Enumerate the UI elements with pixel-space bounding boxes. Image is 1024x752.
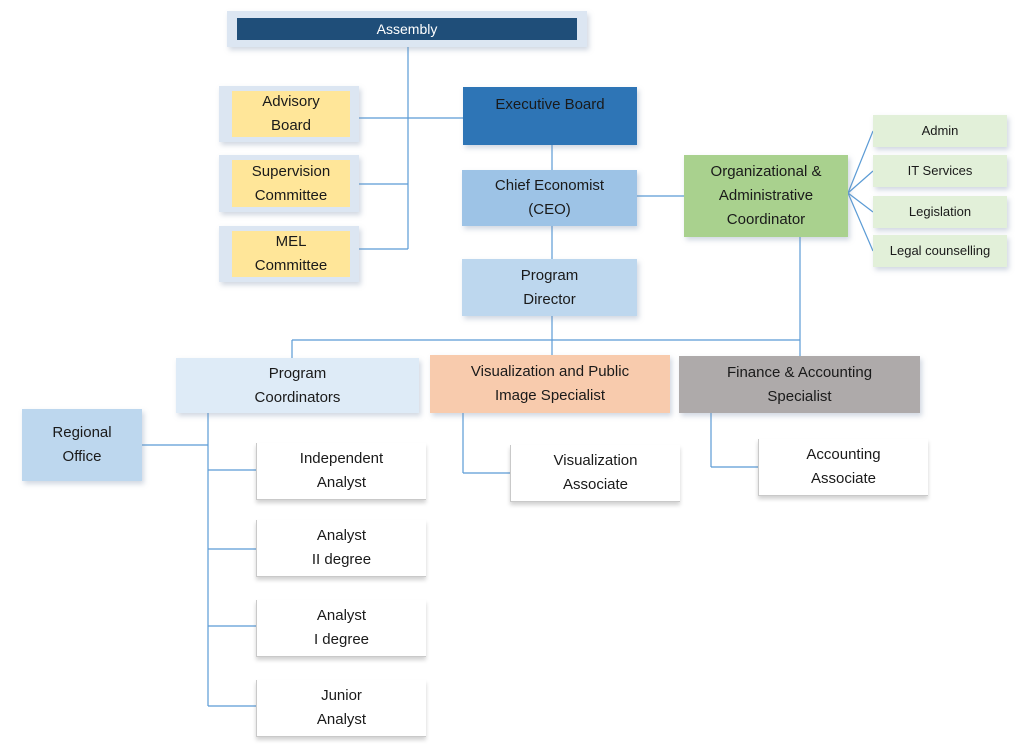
mel-committee-node[interactable]: MEL Committee xyxy=(232,231,350,277)
legal-counselling-node[interactable]: Legal counselling xyxy=(873,235,1007,267)
analyst-ii-degree-label: Analyst II degree xyxy=(311,527,372,568)
program-coordinators-node[interactable]: Program Coordinators xyxy=(176,358,419,413)
independent-analyst-label: Independent Analyst xyxy=(299,450,384,491)
chief-economist-node[interactable]: Chief Economist (CEO) xyxy=(462,170,637,226)
it-services-label: IT Services xyxy=(907,163,973,178)
analyst-ii-degree-node[interactable]: Analyst II degree xyxy=(256,520,426,577)
assembly-node[interactable]: Assembly xyxy=(237,18,577,40)
program-director-node[interactable]: Program Director xyxy=(462,259,637,316)
regional-office-label: Regional Office xyxy=(52,424,112,465)
it-services-node[interactable]: IT Services xyxy=(873,155,1007,187)
finance-specialist-label: Finance & Accounting Specialist xyxy=(726,363,873,405)
org-admin-coordinator-label: Organizational & Administrative Coordina… xyxy=(710,163,822,228)
chief-economist-label: Chief Economist (CEO) xyxy=(494,177,605,218)
regional-office-node[interactable]: Regional Office xyxy=(22,409,142,481)
supervision-committee-node[interactable]: Supervision Committee xyxy=(232,160,350,207)
assembly-label: Assembly xyxy=(376,21,438,37)
junior-analyst-node[interactable]: Junior Analyst xyxy=(256,680,426,737)
admin-node[interactable]: Admin xyxy=(873,115,1007,147)
accounting-associate-label: Accounting Associate xyxy=(806,446,881,487)
legislation-node[interactable]: Legislation xyxy=(873,196,1007,228)
independent-analyst-node[interactable]: Independent Analyst xyxy=(256,443,426,500)
analyst-i-degree-node[interactable]: Analyst I degree xyxy=(256,600,426,657)
program-director-label: Program Director xyxy=(520,266,579,308)
visualization-associate-node[interactable]: Visualization Associate xyxy=(510,445,680,502)
executive-board-node[interactable]: Executive Board xyxy=(463,87,637,145)
accounting-associate-node[interactable]: Accounting Associate xyxy=(758,439,928,496)
visualization-specialist-label: Visualization and Public Image Specialis… xyxy=(470,363,630,404)
advisory-board-node[interactable]: Advisory Board xyxy=(232,91,350,137)
legal-counselling-label: Legal counselling xyxy=(889,243,991,258)
analyst-i-degree-label: Analyst I degree xyxy=(313,607,370,648)
finance-specialist-node[interactable]: Finance & Accounting Specialist xyxy=(679,356,920,413)
org-admin-coordinator-node[interactable]: Organizational & Administrative Coordina… xyxy=(684,155,848,237)
program-coordinators-label: Program Coordinators xyxy=(254,364,341,406)
visualization-associate-label: Visualization Associate xyxy=(553,452,638,493)
legislation-label: Legislation xyxy=(908,204,972,219)
supervision-committee-label: Supervision Committee xyxy=(251,162,331,204)
visualization-specialist-node[interactable]: Visualization and Public Image Specialis… xyxy=(430,355,670,413)
advisory-board-label: Advisory Board xyxy=(262,93,320,134)
executive-board-label: Executive Board xyxy=(495,96,605,113)
mel-committee-label: MEL Committee xyxy=(254,233,328,274)
junior-analyst-label: Junior Analyst xyxy=(316,687,367,728)
admin-label: Admin xyxy=(921,123,959,138)
